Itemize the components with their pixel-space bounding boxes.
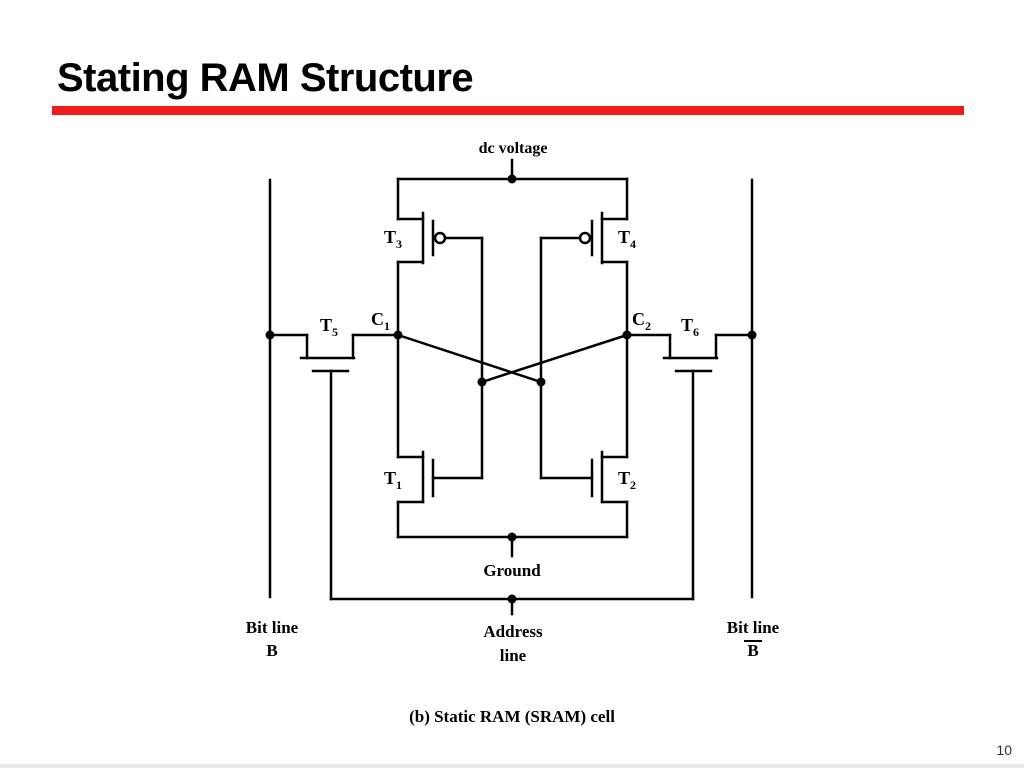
junction-dot <box>507 594 517 604</box>
cross-wire-c2 <box>480 333 629 384</box>
junction-dot <box>507 532 517 542</box>
ground-label: Ground <box>483 561 541 580</box>
junction-dot <box>536 377 546 387</box>
slide-title: Stating RAM Structure <box>57 56 474 100</box>
address-label-line2: line <box>500 646 527 665</box>
diagram-caption: (b) Static RAM (SRAM) cell <box>409 707 615 726</box>
bit-line-b-label-line2: B <box>266 641 277 660</box>
t3-bubble <box>433 231 447 245</box>
bit-line-b-label-line1: Bit line <box>246 618 299 637</box>
cross-wire-c1 <box>396 333 543 384</box>
t4-bubble <box>578 231 592 245</box>
junction-dot <box>477 377 487 387</box>
t5-label: T5 <box>320 315 338 339</box>
c1-label: C1 <box>371 309 390 333</box>
t2-label: T2 <box>618 468 636 492</box>
junction-dot <box>622 330 632 340</box>
slide-number: 10 <box>996 742 1012 758</box>
t4-label: T4 <box>618 227 636 251</box>
junction-dot <box>507 174 517 184</box>
bit-line-b-bar-label-line1: Bit line <box>727 618 780 637</box>
address-label-line1: Address <box>483 622 543 641</box>
dc-voltage-label: dc voltage <box>479 140 548 157</box>
t3-label: T3 <box>384 227 402 251</box>
title-underline <box>52 106 964 115</box>
junction-dot <box>265 330 275 340</box>
bit-line-b-bar-label-line2: B <box>747 641 758 660</box>
junction-dot <box>393 330 403 340</box>
footer-divider <box>0 764 1024 768</box>
t6-label: T6 <box>681 315 699 339</box>
c2-label: C2 <box>632 309 651 333</box>
junction-dot <box>747 330 757 340</box>
t1-label: T1 <box>384 468 402 492</box>
